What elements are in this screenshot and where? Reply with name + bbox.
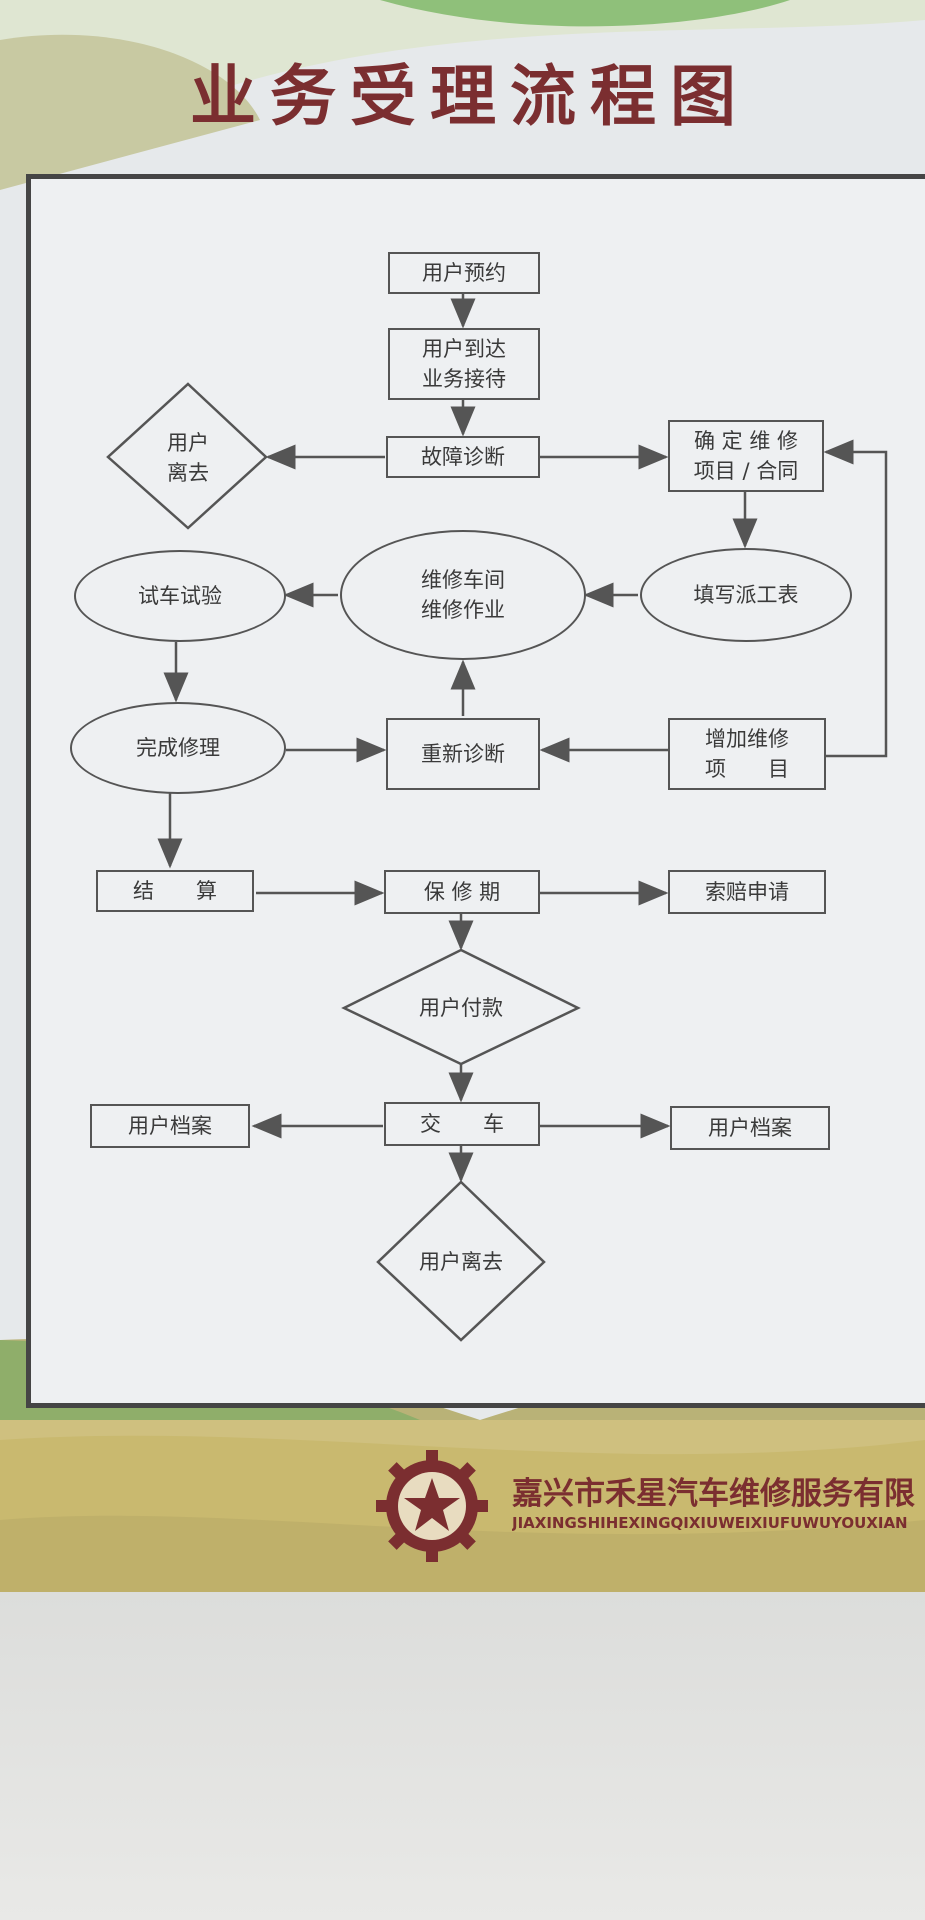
node-workshop: 维修车间 维修作业 [340,530,586,660]
company-name: 嘉兴市禾星汽车维修服务有限 [512,1476,915,1508]
node-delivery: 交 车 [384,1102,540,1146]
page-title: 业务受理流程图 [190,58,750,135]
node-archive-right: 用户档案 [670,1106,830,1150]
node-warranty: 保 修 期 [384,870,540,914]
node-payment: 用户付款 [419,996,503,1020]
shape-leave1 [106,382,268,530]
arrow-add-confirm [823,439,888,758]
node-complete: 完成修理 [70,702,286,794]
node-confirm: 确 定 维 修 项目 / 合同 [668,420,824,492]
node-leave2: 用户离去 [419,1250,503,1274]
wall [0,1592,925,1920]
board: 业务受理流程图 [0,0,925,1592]
node-appointment: 用户预约 [388,252,540,294]
node-settle: 结 算 [96,870,254,912]
node-arrival: 用户到达 业务接待 [388,328,540,400]
node-leave1: 用户 离去 [167,431,209,485]
flow-arrows [106,292,888,1342]
node-dispatch: 填写派工表 [640,548,852,642]
node-test: 试车试验 [74,550,286,642]
node-add-items: 增加维修 项 目 [668,718,826,790]
node-archive-left: 用户档案 [90,1104,250,1148]
node-claim: 索赔申请 [668,870,826,914]
node-diagnosis: 故障诊断 [386,436,540,478]
shape-payment [341,948,581,1066]
shape-leave2 [376,1180,546,1342]
gear-star-logo-icon [376,1450,488,1562]
node-rediagnose: 重新诊断 [386,718,540,790]
company-pinyin: JIAXINGSHIHEXINGQIXIUWEIXIUFUWUYOUXIAN [512,1514,908,1532]
